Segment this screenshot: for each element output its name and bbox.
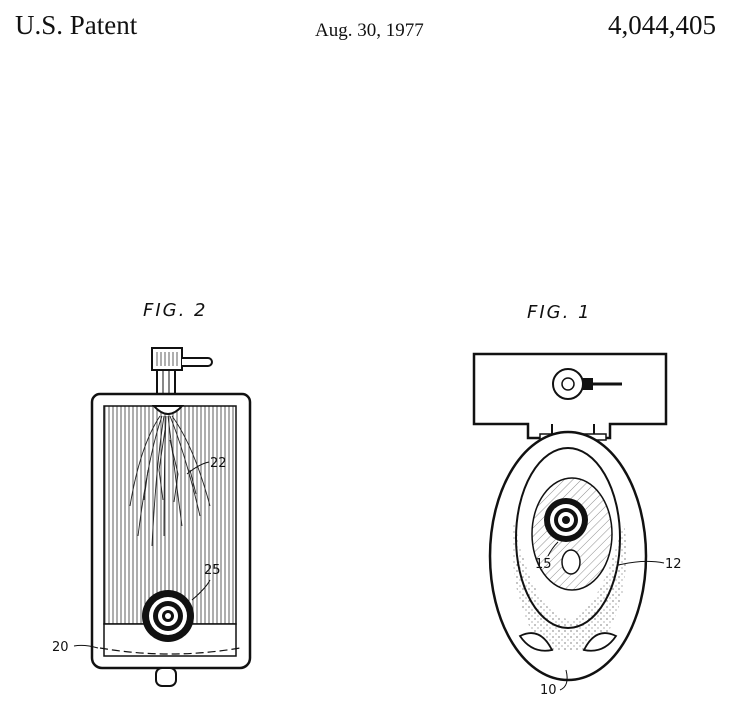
patent-date: Aug. 30, 1977 — [315, 20, 424, 41]
target-disc-25 — [142, 590, 194, 642]
patent-number: 4,044,405 — [608, 10, 716, 40]
fig-2-drawing: FIG. 2 — [52, 300, 252, 687]
spray-device-stem — [156, 369, 176, 395]
ref-numeral-12: 12 — [665, 557, 682, 572]
toilet-bowl — [515, 447, 621, 629]
fig-1-drawing: FIG. 1 — [472, 302, 682, 698]
patent-office-label: U.S. Patent — [15, 10, 138, 40]
fig-2-caption: FIG. 2 — [143, 300, 208, 321]
ref-numeral-10: 10 — [540, 683, 557, 698]
fig-1-caption: FIG. 1 — [527, 302, 592, 323]
urinal-back-wall — [103, 405, 237, 625]
ref-numeral-20: 20 — [52, 640, 69, 655]
ref-numeral-25: 25 — [204, 563, 221, 578]
spray-nozzle — [151, 405, 185, 415]
spray-mist — [129, 415, 211, 547]
ref-numeral-22: 22 — [210, 456, 227, 471]
urinal-drain — [155, 667, 177, 687]
target-disc-15 — [544, 498, 588, 542]
spray-device-lever — [182, 357, 213, 367]
ref-numeral-15: 15 — [535, 557, 552, 572]
